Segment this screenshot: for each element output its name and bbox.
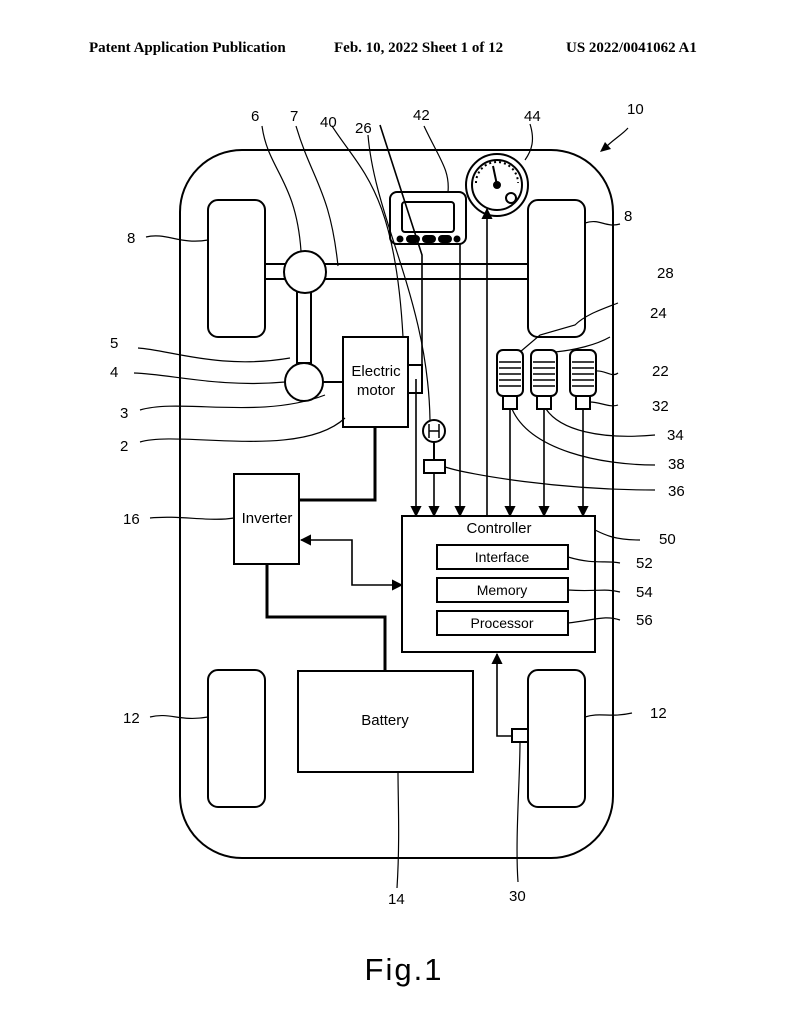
ref-54: 54 xyxy=(636,584,653,601)
ref-3: 3 xyxy=(120,405,128,422)
ref-38: 38 xyxy=(668,456,685,473)
differential-gear xyxy=(283,250,327,294)
publication-title: Patent Application Publication xyxy=(89,40,286,56)
wheel-sensor-signal xyxy=(491,652,512,737)
ref-12-right: 12 xyxy=(650,705,667,722)
electric-motor-label-line2: motor xyxy=(357,382,395,399)
memory-label: Memory xyxy=(477,582,528,598)
ref-56: 56 xyxy=(636,612,653,629)
ref-32: 32 xyxy=(652,398,669,415)
electric-motor-label-line1: Electric xyxy=(351,363,401,380)
shift-position-sensor xyxy=(423,459,446,474)
speedometer-gauge xyxy=(465,153,529,217)
ref-7: 7 xyxy=(290,108,298,125)
inverter-battery-wire xyxy=(265,564,387,671)
ref-24: 24 xyxy=(650,305,667,322)
page-header: Patent Application Publication Feb. 10, … xyxy=(0,40,800,64)
processor-label: Processor xyxy=(470,615,533,631)
ref-26: 26 xyxy=(355,120,372,137)
electric-motor-box xyxy=(342,336,409,428)
pedal-28 xyxy=(496,349,524,410)
publication-date-sheet: Feb. 10, 2022 Sheet 1 of 12 xyxy=(334,40,504,56)
pedal-24 xyxy=(530,349,558,410)
ref-16: 16 xyxy=(123,511,140,528)
rear-left-wheel xyxy=(207,669,266,808)
ref-5: 5 xyxy=(110,335,118,352)
controller-label: Controller xyxy=(466,520,531,537)
ref-4: 4 xyxy=(110,364,118,381)
ref-34: 34 xyxy=(667,427,684,444)
front-left-wheel xyxy=(207,199,266,338)
rear-right-wheel xyxy=(527,669,586,808)
reduction-gear xyxy=(284,362,324,402)
ref-44: 44 xyxy=(524,108,541,125)
figure-label: Fig.1 xyxy=(365,952,444,987)
ref-14: 14 xyxy=(388,891,405,908)
display-unit xyxy=(389,191,467,245)
motor-sensor xyxy=(407,364,423,394)
vehicle-body xyxy=(179,149,614,859)
ref-36: 36 xyxy=(668,483,685,500)
inverter-controller-link xyxy=(299,534,404,591)
ref-10: 10 xyxy=(627,101,644,118)
ref-52: 52 xyxy=(636,555,653,572)
ref-6: 6 xyxy=(251,108,259,125)
ref-12-left: 12 xyxy=(123,710,140,727)
pedal-22 xyxy=(569,349,597,410)
ref-30: 30 xyxy=(509,888,526,905)
ref-8-left: 8 xyxy=(127,230,135,247)
ref-50: 50 xyxy=(659,531,676,548)
interface-label: Interface xyxy=(475,549,530,565)
front-axle xyxy=(264,263,529,280)
front-right-wheel xyxy=(527,199,586,338)
ref-42: 42 xyxy=(413,107,430,124)
ref-40: 40 xyxy=(320,114,337,131)
motor-inverter-wire xyxy=(299,427,377,502)
publication-number: US 2022/0041062 A1 xyxy=(566,40,697,56)
battery-label: Battery xyxy=(361,712,409,729)
ref-28: 28 xyxy=(657,265,674,282)
signal-motor-to-controller xyxy=(379,124,423,379)
inverter-label: Inverter xyxy=(242,510,293,527)
ref-22: 22 xyxy=(652,363,669,380)
drive-shaft xyxy=(296,291,312,364)
ref-2: 2 xyxy=(120,438,128,455)
wheel-speed-sensor xyxy=(511,728,529,743)
display-screen xyxy=(401,201,455,233)
ref-8-right: 8 xyxy=(624,208,632,225)
